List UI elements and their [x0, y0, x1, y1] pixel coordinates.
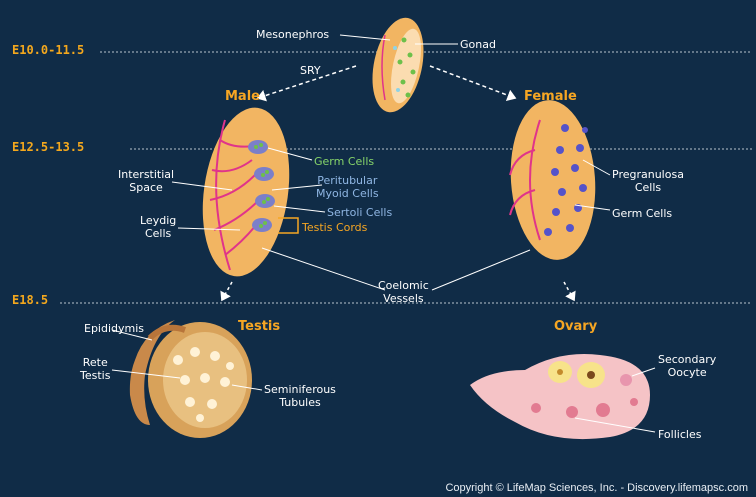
testis-illustration	[130, 320, 252, 438]
coelomic-vessels-label: Coelomic Vessels	[378, 279, 429, 305]
female-germ-cells-label: Germ Cells	[612, 207, 672, 220]
sry-label: SRY	[300, 64, 321, 77]
male-germ-cells-label: Germ Cells	[314, 155, 374, 168]
testis-cords-label: Testis Cords	[302, 221, 367, 234]
peritubular-label: Peritubular Myoid Cells	[316, 174, 379, 200]
female-title: Female	[524, 89, 577, 104]
follicles-label: Follicles	[658, 428, 701, 441]
leydig-label: Leydig Cells	[140, 214, 176, 240]
gonad-label: Gonad	[460, 38, 496, 51]
seminiferous-label: Seminiferous Tubules	[264, 383, 336, 409]
epididymis-label: Epididymis	[84, 322, 144, 335]
copyright-text: Copyright © LifeMap Sciences, Inc. - Dis…	[445, 482, 748, 494]
interstitial-space-label: Interstitial Space	[118, 168, 174, 194]
female-arrow	[430, 66, 515, 98]
ovary-title: Ovary	[554, 319, 597, 334]
rete-testis-label: Rete Testis	[80, 356, 110, 382]
testis-title: Testis	[238, 319, 280, 334]
stage-label-3: E18.5	[12, 293, 48, 307]
stage-label-1: E10.0-11.5	[12, 43, 84, 57]
pregranulosa-label: Pregranulosa Cells	[612, 168, 684, 194]
sertoli-label: Sertoli Cells	[327, 206, 392, 219]
female-gonad	[506, 97, 601, 262]
testis-arrow	[222, 282, 232, 300]
stage-label-2: E12.5-13.5	[12, 140, 84, 154]
ovary-arrow	[564, 282, 574, 300]
indifferent-gonad	[365, 13, 432, 117]
secondary-oocyte-label: Secondary Oocyte	[658, 353, 716, 379]
mesonephros-label: Mesonephros	[256, 28, 329, 41]
male-title: Male	[225, 89, 260, 104]
